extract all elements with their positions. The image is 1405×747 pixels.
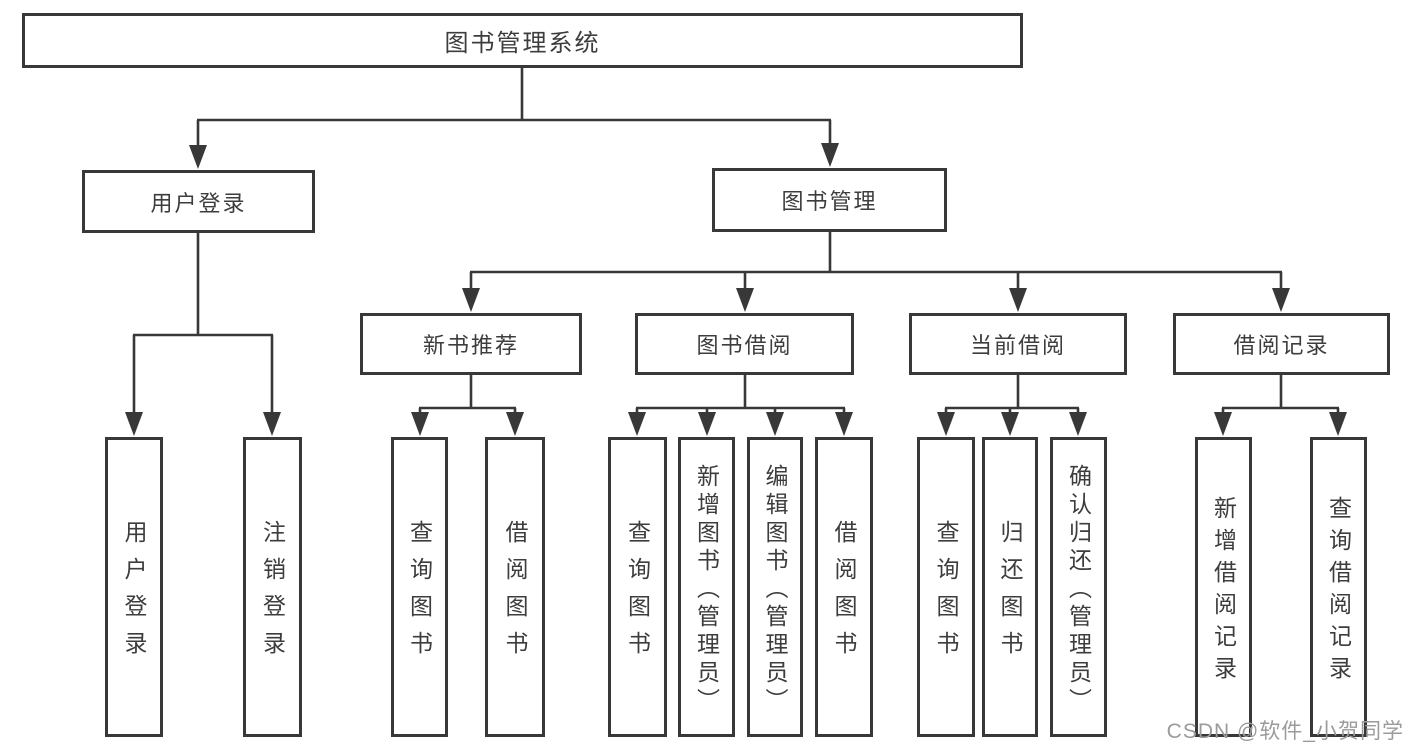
leaf-add-borrow-record-label: 新增借阅记录 [1210, 495, 1237, 688]
node-new-book-recommend-label: 新书推荐 [422, 333, 519, 358]
connector-current-borrow-to-leaves [937, 375, 1087, 436]
leaf-borrow-book-2: 借阅图书 [815, 437, 873, 737]
connector-user-login-to-leaves [125, 233, 281, 436]
leaf-return-book-label: 归还图书 [997, 520, 1023, 668]
leaf-confirm-return-admin-label: 确认归还（管理员） [1065, 463, 1092, 716]
node-user-login-label: 用户登录 [150, 190, 247, 216]
node-user-login: 用户登录 [82, 170, 315, 233]
leaf-user-login-label: 用户登录 [121, 520, 147, 668]
leaf-edit-book-admin-label: 编辑图书（管理员） [762, 463, 788, 716]
leaf-query-book-2: 查询图书 [608, 437, 667, 737]
leaf-query-book-2-label: 查询图书 [624, 520, 651, 668]
node-book-borrow-label: 图书借阅 [696, 333, 793, 358]
leaf-logout-label: 注销登录 [259, 520, 286, 668]
node-borrow-records: 借阅记录 [1173, 313, 1390, 375]
leaf-user-login: 用户登录 [105, 437, 163, 737]
leaf-add-book-admin: 新增图书（管理员） [678, 437, 735, 737]
node-current-borrow-label: 当前借阅 [969, 333, 1066, 358]
node-new-book-recommend: 新书推荐 [360, 313, 582, 375]
node-book-management-label: 图书管理 [781, 189, 878, 214]
node-book-borrow: 图书借阅 [635, 313, 854, 375]
node-root-label: 图书管理系统 [444, 30, 601, 57]
connector-book-management-to-level3 [462, 232, 1290, 312]
leaf-edit-book-admin: 编辑图书（管理员） [747, 437, 803, 737]
csdn-watermark: CSDN @软件_小贺同学 [1166, 720, 1404, 743]
node-book-management: 图书管理 [712, 168, 947, 232]
leaf-add-book-admin-label: 新增图书（管理员） [693, 463, 720, 716]
leaf-add-borrow-record: 新增借阅记录 [1195, 437, 1252, 737]
leaf-query-book-1: 查询图书 [391, 437, 448, 737]
node-current-borrow: 当前借阅 [909, 313, 1127, 375]
connector-new-book-to-leaves [411, 375, 524, 436]
leaf-confirm-return-admin: 确认归还（管理员） [1050, 437, 1107, 737]
leaf-borrow-book-1: 借阅图书 [485, 437, 545, 737]
leaf-query-borrow-record: 查询借阅记录 [1310, 437, 1367, 737]
node-root: 图书管理系统 [22, 13, 1023, 68]
connector-book-borrow-to-leaves [628, 375, 853, 436]
connector-borrow-records-to-leaves [1214, 375, 1347, 436]
leaf-query-borrow-record-label: 查询借阅记录 [1325, 495, 1352, 688]
node-borrow-records-label: 借阅记录 [1233, 333, 1330, 358]
leaf-logout: 注销登录 [243, 437, 302, 737]
connector-root-to-level2 [189, 68, 839, 169]
leaf-borrow-book-2-label: 借阅图书 [831, 520, 857, 668]
leaf-query-book-3-label: 查询图书 [933, 520, 959, 668]
leaf-query-book-1-label: 查询图书 [406, 520, 433, 668]
leaf-return-book: 归还图书 [982, 437, 1038, 737]
leaf-query-book-3: 查询图书 [917, 437, 975, 737]
leaf-borrow-book-1-label: 借阅图书 [502, 520, 528, 668]
